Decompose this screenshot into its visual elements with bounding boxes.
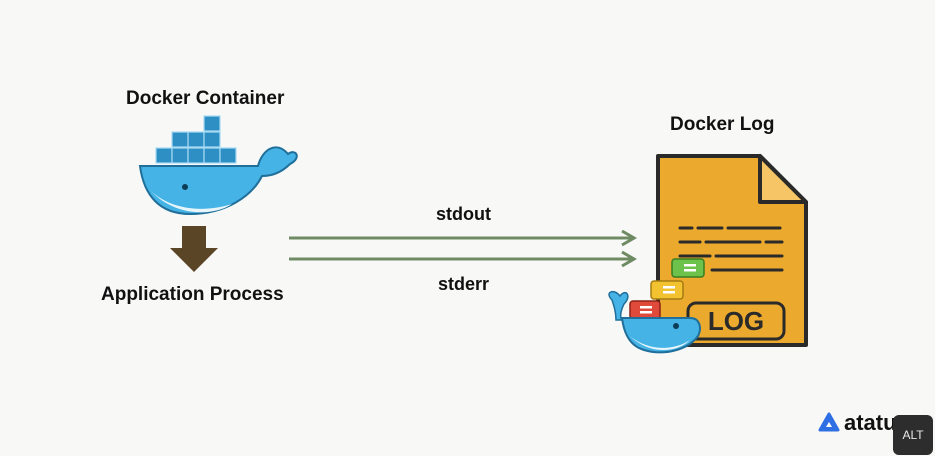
brand-icon — [818, 412, 840, 432]
application-process-label: Application Process — [101, 284, 284, 305]
alt-text-button[interactable]: ALT — [893, 415, 933, 455]
brand-logo: atatu — [818, 410, 897, 436]
stdout-label: stdout — [436, 204, 491, 224]
brand-name: atatu — [844, 410, 897, 435]
log-word: LOG — [708, 306, 764, 336]
stderr-label: stderr — [438, 274, 490, 294]
stderr-arrow — [289, 250, 637, 268]
docker-container-label: Docker Container — [126, 88, 285, 109]
down-arrow — [170, 226, 218, 272]
mini-whale-icon — [608, 258, 705, 354]
docker-whale-icon — [138, 115, 298, 216]
log-file-icon: LOG — [656, 154, 808, 347]
stdout-arrow — [289, 229, 637, 247]
docker-log-label: Docker Log — [670, 114, 775, 135]
